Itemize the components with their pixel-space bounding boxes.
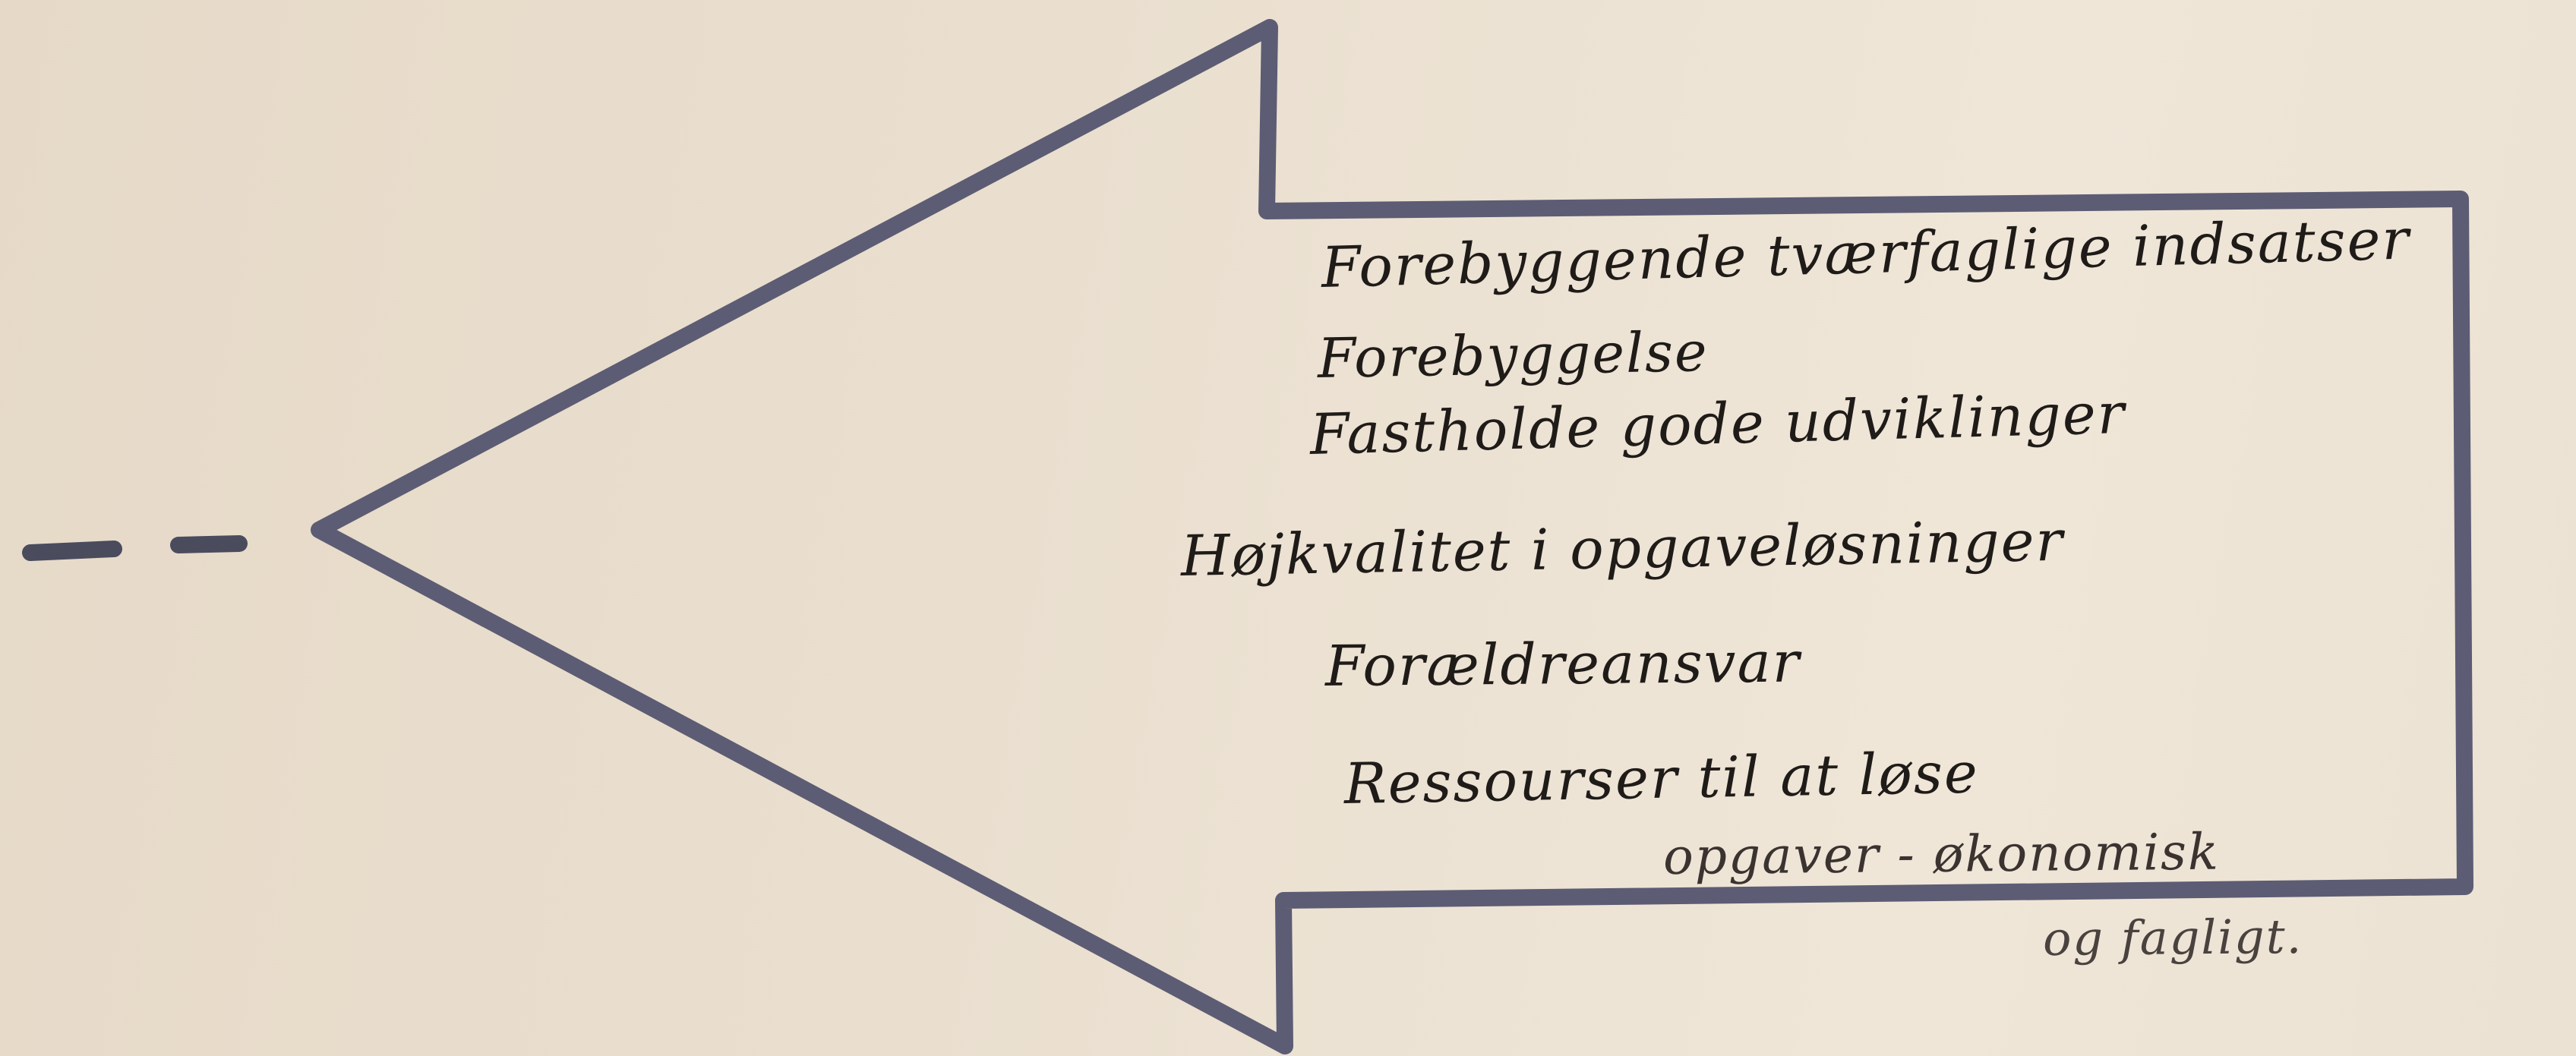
dashed-line-icon [22, 535, 248, 561]
note-line-8: og fagligt. [2042, 909, 2303, 966]
left-arrow-outline-icon [311, 19, 2473, 1054]
note-line-2: Forebyggelse [1317, 320, 1709, 390]
note-line-6: Ressourser til at løse [1343, 740, 1980, 817]
note-line-7: opgaver - økonomisk [1662, 822, 2221, 886]
note-line-5: Forældreansvar [1324, 629, 1801, 699]
